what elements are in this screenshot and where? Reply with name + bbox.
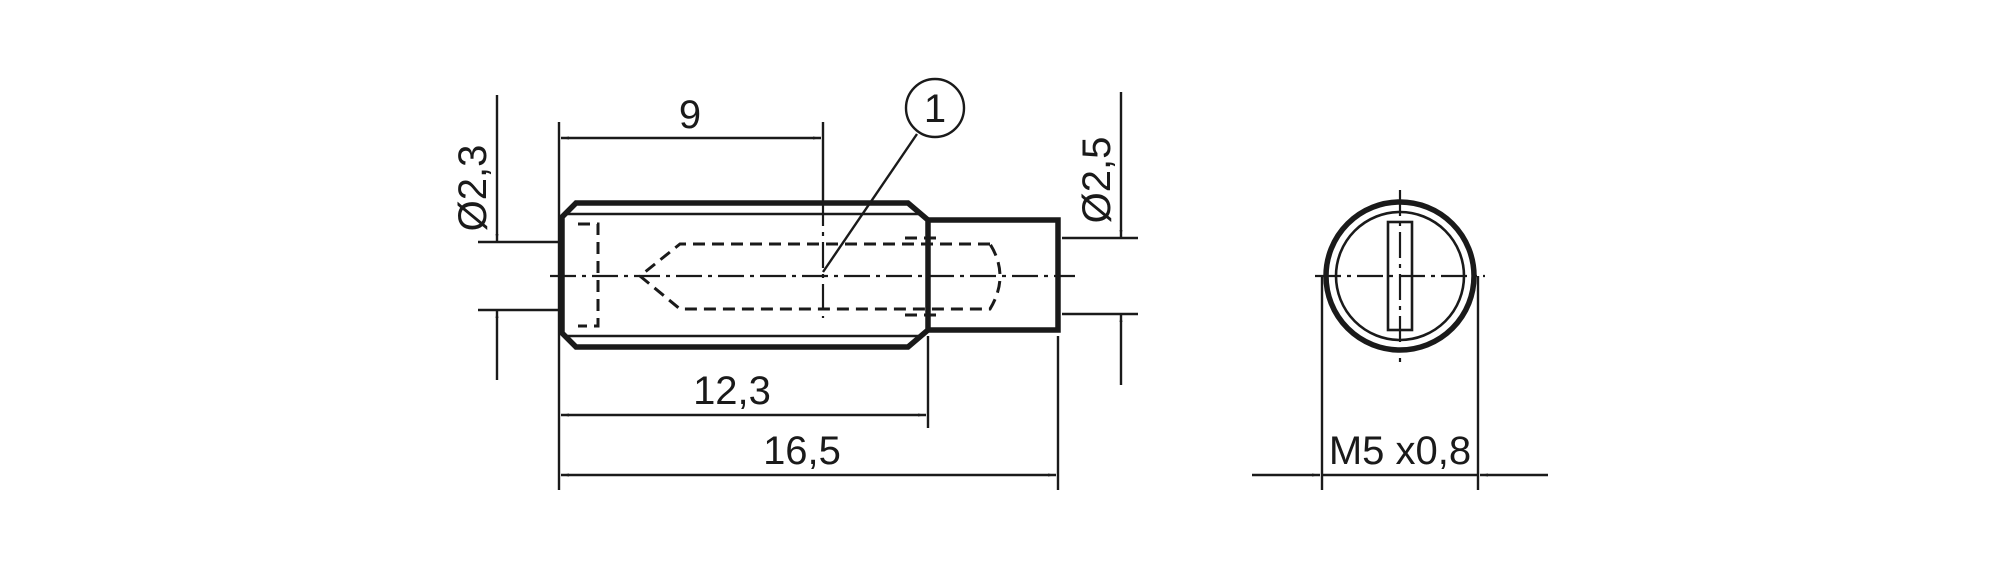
inner-bore-hidden-2 <box>905 236 940 317</box>
side-view: Ø2,3 Ø2,5 9 12,3 16,5 1 <box>451 77 1138 490</box>
inner-bore-hidden <box>637 242 1002 311</box>
dim-label-d25: Ø2,5 <box>1075 137 1119 224</box>
dim-label-9: 9 <box>679 93 701 137</box>
callout-circle <box>904 77 966 139</box>
end-view: M5 x0,8 <box>1252 190 1548 490</box>
slot-hidden <box>578 222 600 328</box>
callout-number: 1 <box>924 87 946 131</box>
dim-label-12-3: 12,3 <box>693 369 771 413</box>
dim-label-d23: Ø2,3 <box>451 145 495 232</box>
callout-leader <box>822 133 918 273</box>
dim-label-thread: M5 x0,8 <box>1329 429 1471 473</box>
threaded-body-outline <box>559 200 931 350</box>
dim-label-16-5: 16,5 <box>763 429 841 473</box>
